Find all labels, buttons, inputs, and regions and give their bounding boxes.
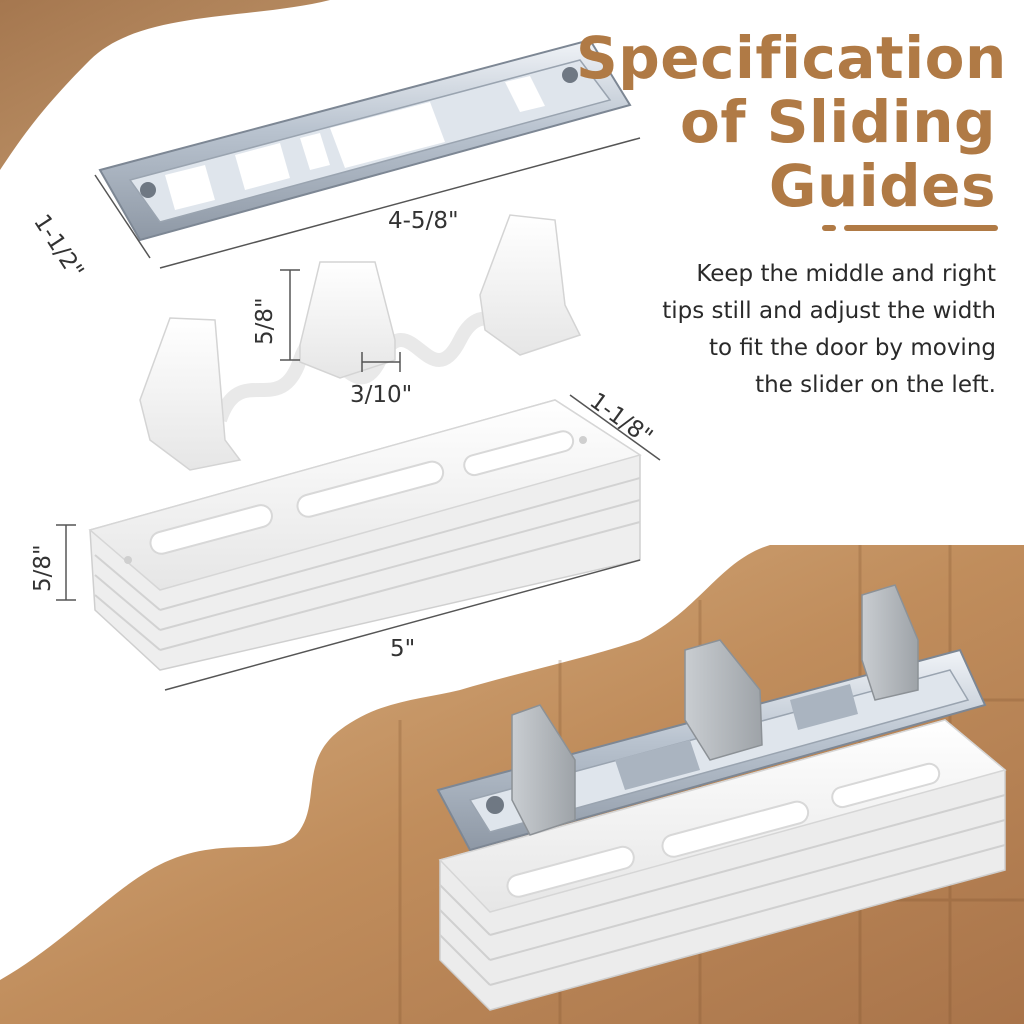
description-line-2: tips still and adjust the width	[662, 298, 996, 324]
dim-tip-height: 5/8"	[252, 297, 278, 345]
dim-base-length: 5"	[390, 636, 416, 662]
description-line-1: Keep the middle and right	[696, 261, 996, 287]
description-line-4: the slider on the left.	[755, 372, 996, 398]
white-tips-spring	[139, 214, 582, 471]
plate-dimension-lines	[94, 137, 641, 269]
base-dimension-lines	[56, 394, 661, 691]
page-title: Specification of Sliding Guides	[576, 24, 1007, 220]
title-divider	[822, 225, 998, 231]
title-line-3: Guides	[768, 152, 996, 220]
dim-tip-width: 3/10"	[350, 382, 413, 408]
divider-dot	[822, 225, 836, 231]
description: Keep the middle and right tips still and…	[636, 256, 996, 404]
dim-plate-length: 4-5/8"	[388, 208, 459, 234]
title-line-1: Specification	[576, 24, 1007, 92]
top-left-wood-wave	[0, 0, 330, 170]
description-line-3: to fit the door by moving	[709, 335, 996, 361]
tip-dimension-lines	[280, 269, 401, 372]
metal-plate	[98, 38, 632, 242]
dim-base-height: 5/8"	[30, 544, 56, 592]
white-base-block	[88, 399, 642, 671]
assembled-guide	[436, 584, 1007, 1011]
divider-bar	[844, 225, 998, 231]
title-line-2: of Sliding	[679, 88, 996, 156]
